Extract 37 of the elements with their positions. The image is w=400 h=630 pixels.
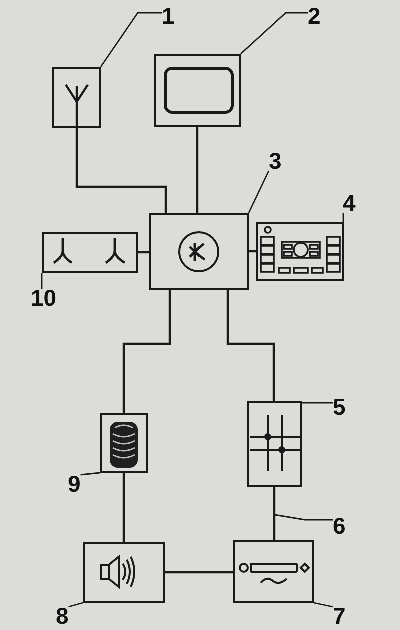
component-block bbox=[154, 54, 241, 127]
leader-line bbox=[342, 213, 344, 222]
connection-line bbox=[196, 127, 199, 213]
connection-line bbox=[273, 487, 276, 540]
connection-line bbox=[226, 290, 276, 401]
connection-line bbox=[249, 250, 256, 253]
leader-line bbox=[240, 12, 308, 55]
component-block bbox=[42, 232, 138, 273]
connection-line bbox=[138, 251, 149, 254]
component-block bbox=[247, 401, 302, 487]
callout-number: 1 bbox=[162, 7, 175, 26]
callout-number: 2 bbox=[308, 7, 321, 26]
callout-number: 10 bbox=[31, 289, 57, 308]
connection-line bbox=[122, 473, 126, 542]
callout-number: 3 bbox=[269, 152, 282, 171]
connection-line bbox=[76, 128, 168, 213]
leader-line bbox=[41, 273, 43, 289]
leader-line bbox=[274, 514, 333, 521]
component-block bbox=[100, 413, 148, 473]
callout-number: 4 bbox=[343, 194, 356, 213]
leader-line bbox=[302, 402, 333, 404]
leader-line bbox=[80, 472, 100, 476]
leader-line bbox=[68, 602, 84, 608]
leader-line bbox=[314, 602, 334, 608]
callout-number: 8 bbox=[56, 607, 69, 626]
leader-line bbox=[100, 12, 162, 68]
callout-number: 9 bbox=[68, 475, 81, 494]
component-block bbox=[149, 213, 249, 290]
connection-line bbox=[122, 290, 172, 413]
component-block bbox=[83, 542, 165, 603]
leader-line bbox=[248, 170, 270, 214]
connection-line bbox=[165, 571, 233, 574]
component-block bbox=[52, 67, 101, 128]
callout-number: 5 bbox=[333, 398, 346, 417]
callout-number: 7 bbox=[333, 607, 346, 626]
callout-number: 6 bbox=[333, 517, 346, 536]
component-block bbox=[233, 540, 314, 603]
